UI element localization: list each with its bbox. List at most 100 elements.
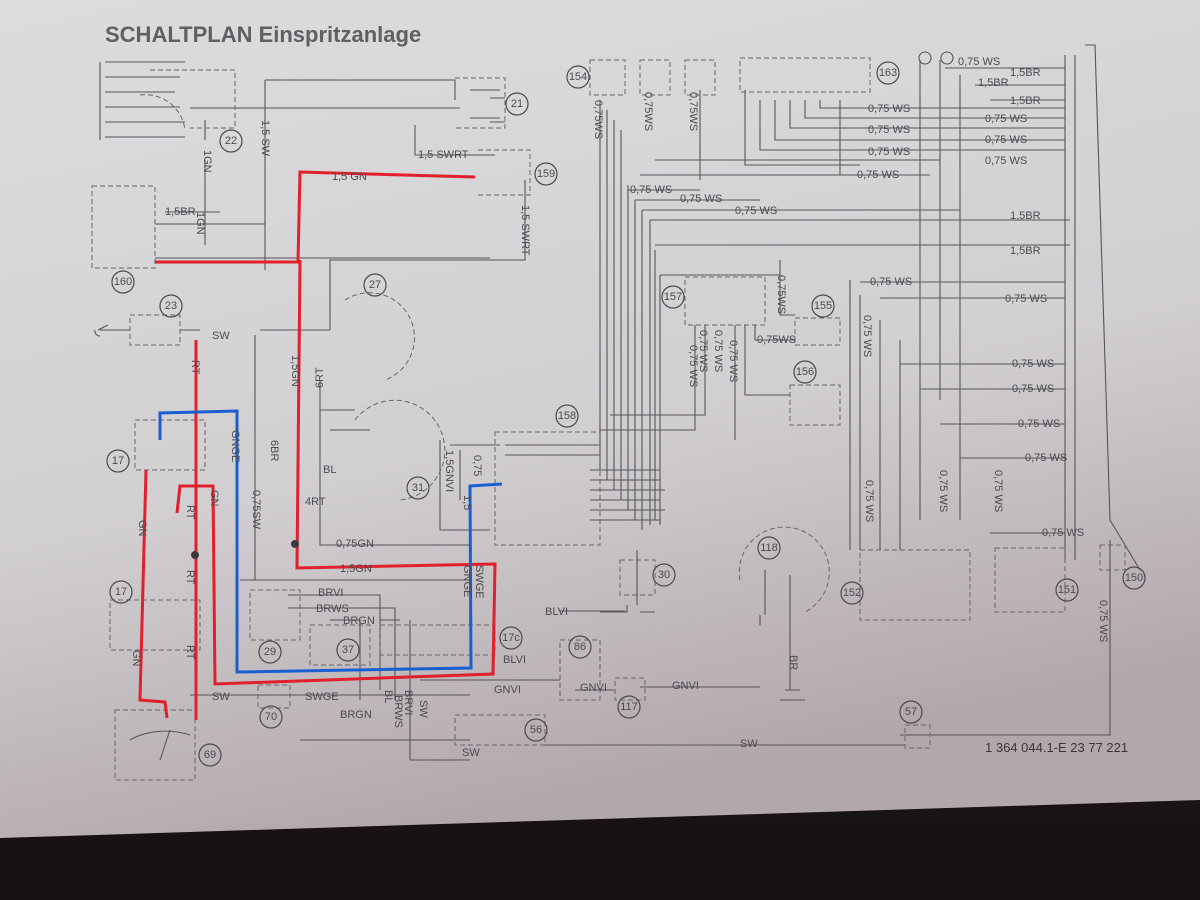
component-circle [555,404,579,428]
wire-label: BLVI [503,654,526,666]
wire-label: 6RT [314,367,326,388]
component-circle [661,285,685,309]
wire-label: 0,75WS [757,334,796,346]
component-number: 150 [1125,572,1143,584]
component-number: 56 [530,724,542,736]
component-circle [840,581,864,605]
component-number: 17 [112,455,124,467]
wire-label: BRWS [392,695,404,728]
wire-label: GNVI [494,684,521,696]
wire-label: SW [740,738,758,750]
wire-label: GNVI [672,680,699,692]
wire-label: 0,75 WS [857,169,899,181]
wire-label: GNVI [580,682,607,694]
component-number: 160 [114,276,132,288]
component-number: 86 [574,641,586,653]
component-number: 17 [115,586,127,598]
wire-label: BR [787,655,799,670]
wire-label: SWGE [305,691,339,703]
wire-label: 0,75 WS [985,113,1027,125]
wire-label: GN [136,520,148,537]
component-circle [757,536,781,560]
wire-label: RT [184,505,196,520]
diagram-title: SCHALTPLAN Einspritzanlage [105,22,421,47]
component-number: 157 [664,291,682,303]
component-circle [106,449,130,473]
wire-label: GNGE [229,430,241,462]
component-number: 17c [502,632,520,644]
component-circle [219,129,243,153]
wire-label: 0,75 WS [1025,452,1067,464]
wire-label: 1GN [194,212,206,235]
wire-label: 1,5GN [289,355,301,387]
component-circle [566,65,590,89]
wire-label: 1,5 [461,495,473,510]
wire-label: 0,75GN [336,538,374,550]
component-number: 69 [204,749,216,761]
component-circle [524,718,548,742]
wire-label: BL [382,690,394,703]
wire-label: 0,75 WS [870,276,912,288]
wire-label: BL [323,464,336,476]
wire-label: 0,75 WS [1018,418,1060,430]
component-circle [505,92,529,116]
component-circle [876,61,900,85]
component-number: 118 [760,542,778,554]
wire-label: 1,5BR [165,206,196,218]
wire-label: 0,75 WS [1005,293,1047,305]
wire-label: 0,75 WS [697,330,709,372]
wire-label: 0,75 WS [861,315,873,357]
wire-label: 0,75 WS [630,184,672,196]
wire-label: 0,75 WS [712,330,724,372]
wire-label: 0,75 WS [868,103,910,115]
wire-label: 1,5BR [1010,67,1041,79]
component-circle [109,580,133,604]
wire-label: 1,5 GN [332,171,367,183]
wire-label: BLVI [545,606,568,618]
wire-label: GN [130,650,142,667]
wire-label: 0,75WS [687,92,699,131]
wire-label: 0,75 WS [868,124,910,136]
component-circle [568,635,592,659]
wire-label: 1,5 SWRT [418,149,469,161]
wire-label: SW [462,747,480,759]
wire-label: 0,75 [471,455,483,476]
wire-label: BRGN [343,615,375,627]
component-circle [899,700,923,724]
component-circle [111,270,135,294]
wire-label: 0,75WS [775,275,787,314]
component-circle [259,705,283,729]
wire-label: 0,75 WS [985,155,1027,167]
highlight-blue-wires [158,409,503,674]
drawing-number: 1 364 044.1-E 23 77 221 [985,740,1128,755]
component-circle [159,294,183,318]
component-number: 30 [658,569,670,581]
wire-label: 0,75 WS [958,56,1000,68]
wire-label: 1,5GNVI [443,450,455,492]
wire-label: RT [189,360,201,375]
component-number: 27 [369,279,381,291]
component-number: 154 [569,71,587,83]
wire-label: SW [417,700,429,718]
wire-label: 0,75 WS [1097,600,1109,642]
wire-label: 1,5BR [1010,210,1041,222]
component-circle [652,563,676,587]
component-number: 163 [879,67,897,79]
wire-label: 0,75 WS [992,470,1004,512]
component-circle [811,294,835,318]
wire-label: 1GN [201,150,213,173]
wire-label: 0,75 WS [735,205,777,217]
wire-label: 1,5 SWRT [519,205,531,256]
wire-label: 0,75 WS [937,470,949,512]
wire-label: 0,75 WS [1012,383,1054,395]
wire-label: 1,5BR [1010,245,1041,257]
wire-label: 1,5BR [978,77,1009,89]
wire-label: 1,5 SW [259,120,271,157]
component-circle [336,638,360,662]
component-circle [1122,566,1146,590]
wire-label: 0,75 WS [727,340,739,382]
component-circle [534,162,558,186]
wire-label: 0,75 WS [863,480,875,522]
